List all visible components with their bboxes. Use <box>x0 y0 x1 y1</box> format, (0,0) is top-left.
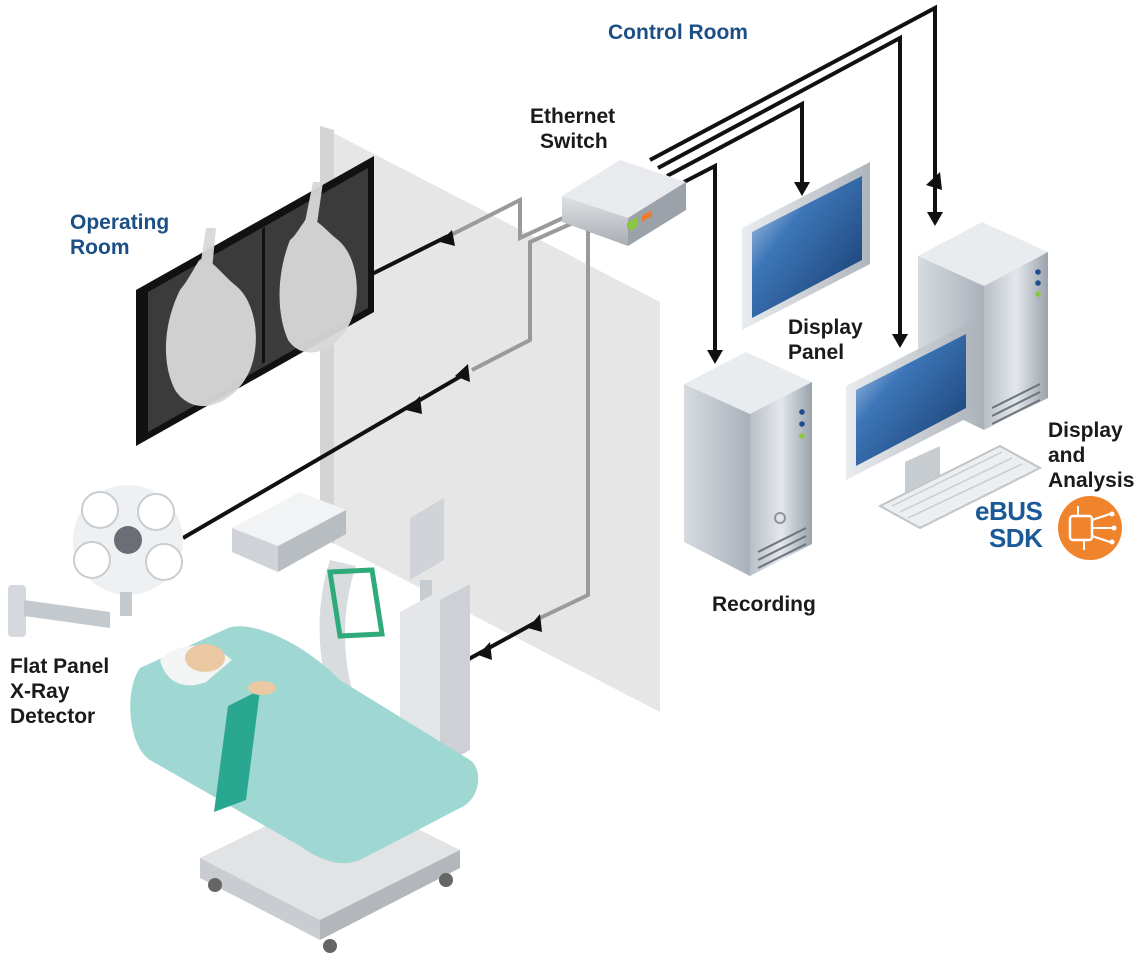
operating-room-label: Operating Room <box>70 210 169 260</box>
ethernet-switch-label: Ethernet Switch <box>530 104 615 154</box>
ebus-sdk-line: eBUS <box>975 496 1043 526</box>
display-analysis-label-line: Analysis <box>1048 469 1135 492</box>
operating-room-label-line: Operating <box>70 211 170 234</box>
recording-label: Recording <box>712 593 816 616</box>
control-room-label: Control Room <box>608 21 748 44</box>
analysis-workstation <box>846 320 1043 530</box>
display-analysis-label: Display and Analysis <box>1048 418 1134 493</box>
recording-tower <box>684 352 812 576</box>
display-analysis-label-line: and <box>1048 444 1086 467</box>
display-panel-label-line: Display <box>788 316 863 339</box>
display-panel-label: Display Panel <box>788 315 863 365</box>
circuit-chip-icon <box>1058 496 1122 560</box>
ethernet-switch-device <box>562 160 686 246</box>
patient-bed <box>130 626 479 953</box>
flat-panel-label-line: Flat Panel <box>10 655 110 678</box>
control-room-cables <box>649 4 937 356</box>
operating-room-monitor <box>136 156 374 446</box>
ebus-sdk-line: SDK <box>988 523 1043 553</box>
flat-panel-label: Flat Panel X-Ray Detector <box>10 654 109 729</box>
surgical-lamp <box>8 485 183 637</box>
heart-image-left <box>165 228 256 407</box>
ethernet-switch-label-line: Switch <box>540 130 608 153</box>
display-panel-label-line: Panel <box>788 341 845 364</box>
flat-panel-label-line: X-Ray <box>10 680 70 703</box>
ebus-sdk-badge: eBUS SDK <box>975 496 1043 553</box>
flat-panel-label-line: Detector <box>10 705 96 728</box>
heart-image-right <box>279 182 357 353</box>
partition-wall <box>320 126 660 712</box>
operating-room-links <box>181 234 541 662</box>
display-analysis-label-line: Display <box>1048 419 1123 442</box>
ethernet-switch-label-line: Ethernet <box>530 105 616 128</box>
operating-room-label-line: Room <box>70 236 130 259</box>
display-panel-device <box>742 162 870 330</box>
